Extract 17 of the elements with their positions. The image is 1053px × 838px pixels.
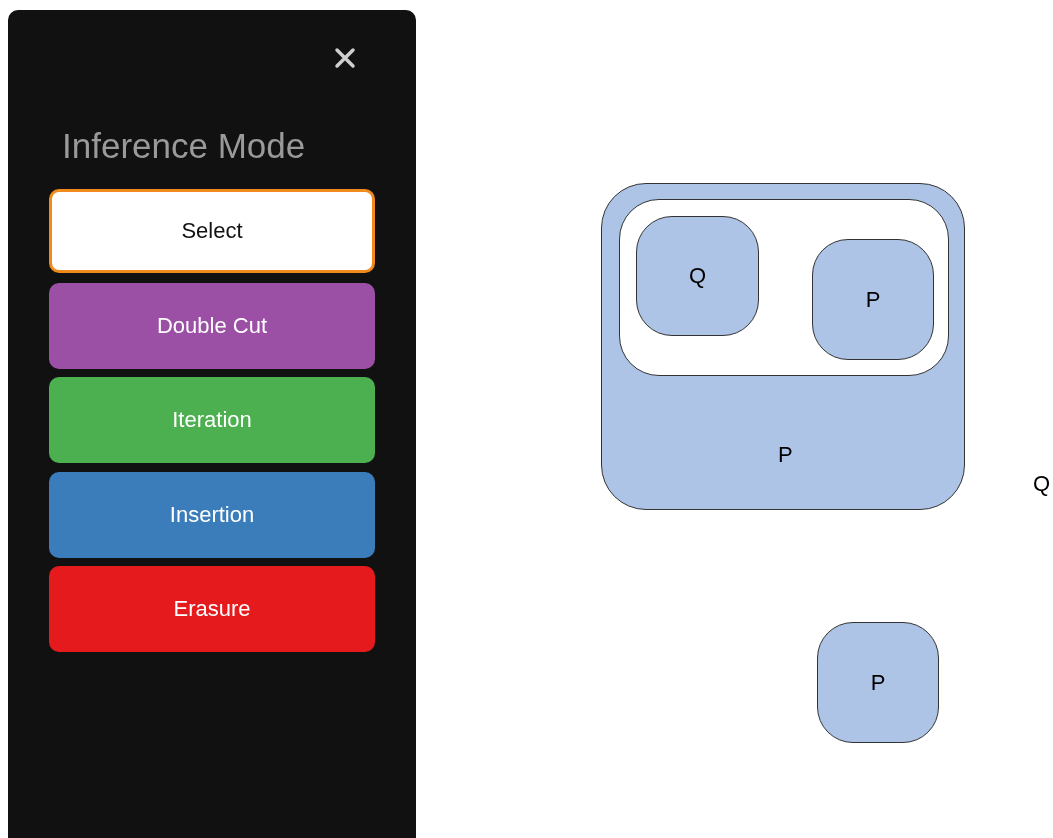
insertion-button: Insertion — [49, 472, 375, 558]
cut-region — [817, 622, 939, 743]
variable-letter: P — [778, 444, 793, 466]
iteration-button: Iteration — [49, 377, 375, 463]
panel-heading: Inference Mode — [62, 128, 306, 163]
select-button: Select — [49, 189, 375, 273]
variable-letter: Q — [1033, 473, 1051, 495]
double-cut-button: Double Cut — [49, 283, 375, 369]
cut-region — [636, 216, 759, 336]
cut-region — [619, 199, 949, 376]
side-panel — [8, 10, 416, 838]
variable-letter: P — [870, 671, 886, 694]
erasure-button: Erasure — [49, 566, 375, 652]
variable-letter: Q — [688, 265, 707, 287]
variable-letter: P — [865, 288, 881, 311]
cut-region — [812, 239, 934, 360]
cut-region — [601, 183, 965, 510]
